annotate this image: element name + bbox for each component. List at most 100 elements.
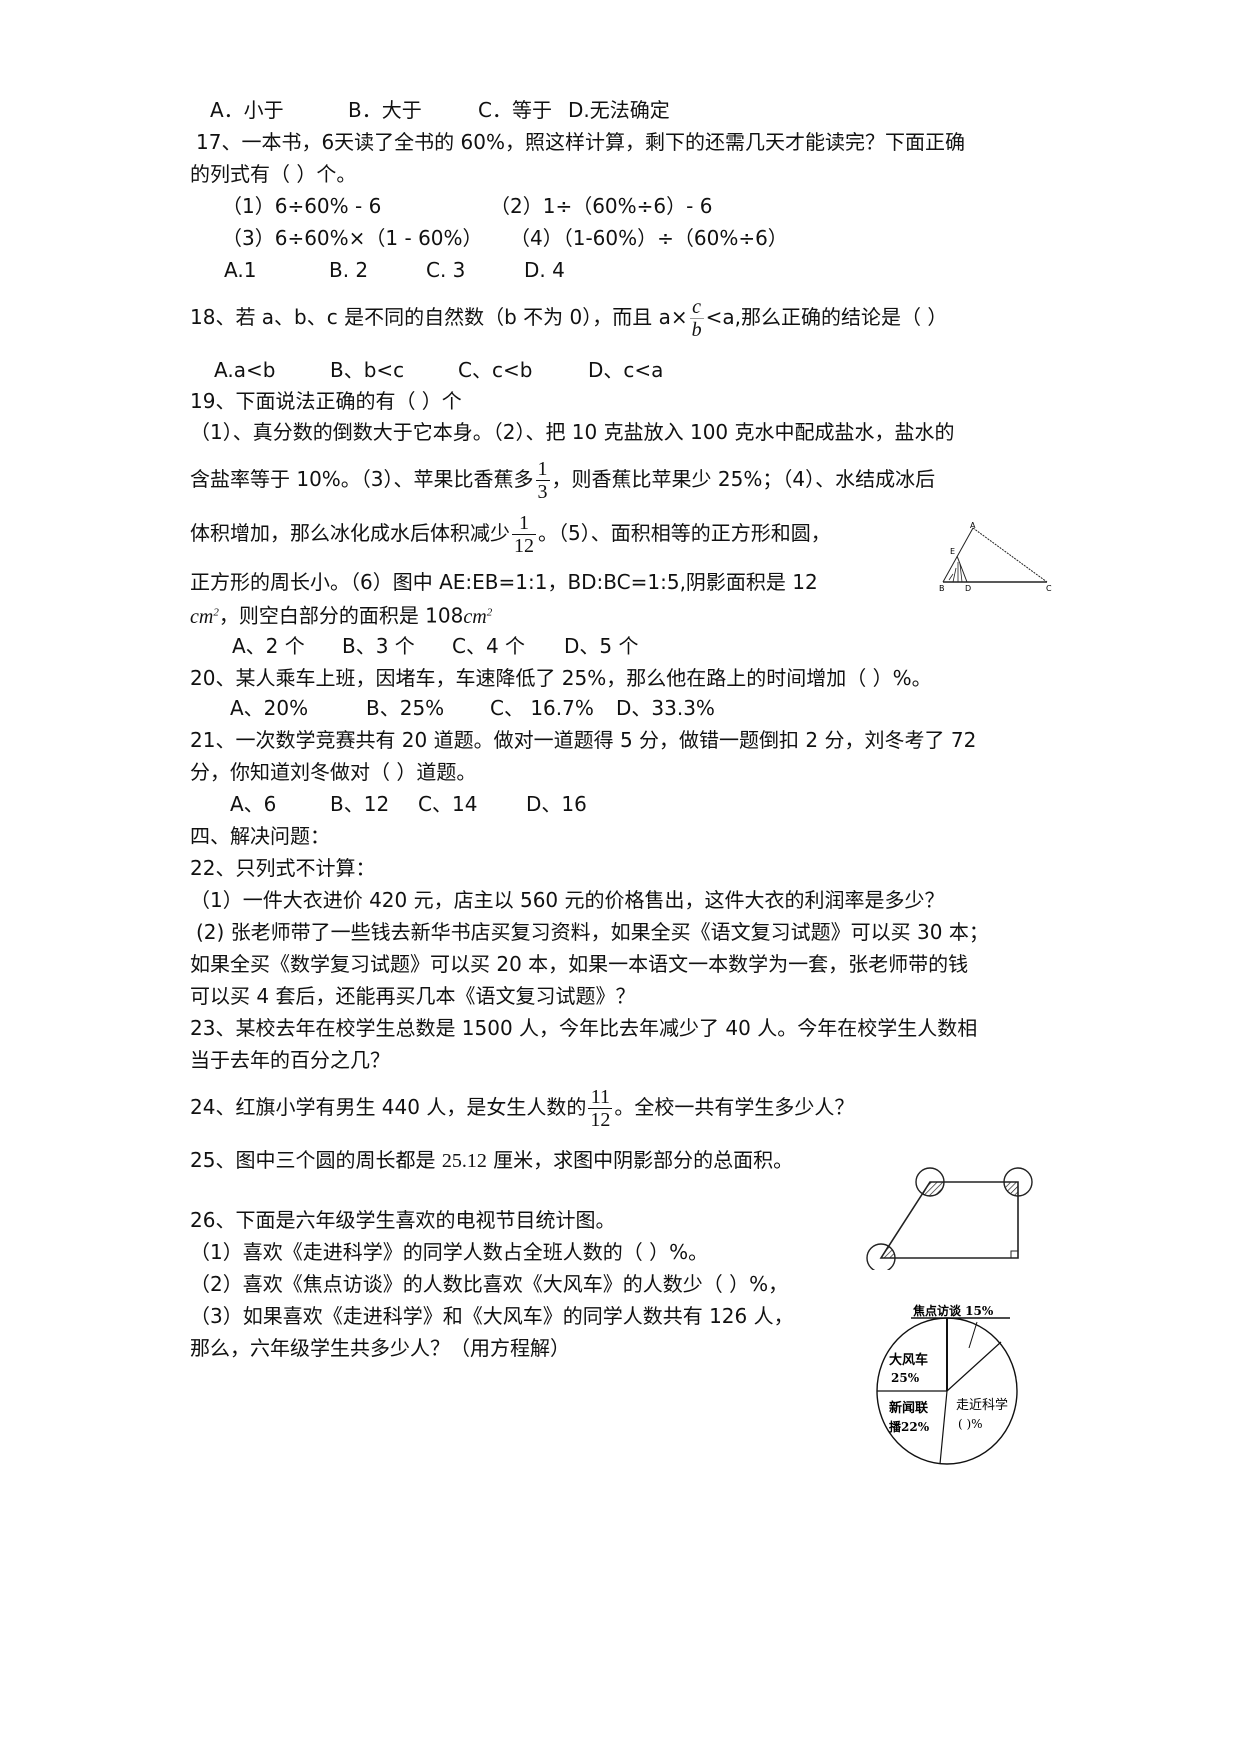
label-b: B	[939, 584, 945, 593]
q20-option-d: D、33.3%	[616, 696, 715, 720]
q26-title: 26、下面是六年级学生喜欢的电视节目统计图。	[190, 1208, 616, 1232]
q20-question: 20、某人乘车上班，因堵车，车速降低了 25%，那么他在路上的时间增加（ ）%。	[190, 666, 932, 690]
q19-title: 19、下面说法正确的有（ ）个	[190, 389, 462, 413]
q16-option-b: B．大于	[348, 98, 422, 122]
q21-options: A、6 B、12 C、14 D、16	[230, 790, 587, 818]
q19-line1: （1）、真分数的倒数大于它本身。（2）、把 10 克盐放入 100 克水中配成盐…	[190, 420, 955, 444]
q17-formulas-row2: （3）6÷60%×（1 - 60%） （4）（1-60%）÷（60%÷6）	[222, 224, 788, 252]
q26-sub2: （2）喜欢《焦点访谈》的人数比喜欢《大风车》的人数少（ ）%，	[190, 1272, 789, 1296]
q17-formula-4: （4）（1-60%）÷（60%÷6）	[510, 226, 788, 250]
fraction-denominator: 12	[590, 1109, 611, 1131]
q25-text-before: 25、图中三个圆的周长都是	[190, 1148, 442, 1172]
q17-line2: 的列式有（ ）个。	[190, 162, 357, 186]
unit-sup: 2	[213, 606, 219, 618]
q17-formulas-row1: （1）6÷60% - 6 （2）1÷（60%÷6）- 6	[222, 192, 712, 220]
label-zoujin-value: ( )%	[958, 1417, 983, 1431]
q21-option-d: D、16	[526, 792, 587, 816]
q19-options: A、2 个 B、3 个 C、4 个 D、5 个	[232, 632, 638, 660]
q18-option-d: D、c<a	[588, 358, 664, 382]
q21-option-a: A、6	[230, 792, 277, 816]
fraction-numerator: 1	[535, 458, 550, 481]
fraction-numerator: 1	[512, 512, 536, 535]
q22-sub2-line3: 可以买 4 套后，还能再买几本《语文复习试题》？	[190, 984, 636, 1008]
label-e: E	[950, 547, 955, 556]
q25-value: 25.12	[441, 1150, 487, 1172]
fraction-numerator: c	[689, 296, 704, 319]
q18-text-after: <a,那么正确的结论是（ ）	[705, 305, 948, 329]
q19-line3-before: 体积增加，那么冰化成水后体积减少	[190, 521, 510, 545]
trapezoid-circles-diagram-icon	[866, 1167, 1033, 1273]
q19-option-c: C、4 个	[452, 634, 526, 658]
q20-option-b: B、25%	[366, 696, 445, 720]
label-dafengche-value: 25%	[891, 1371, 920, 1385]
q20-options: A、20% B、25% C、 16.7% D、33.3%	[230, 694, 715, 722]
trapezoid-circles-figure	[850, 1150, 1040, 1273]
q16-option-c: C．等于	[478, 98, 552, 122]
q19-line5-text: ，则空白部分的面积是 108	[218, 603, 464, 628]
triangle-diagram-icon: A E B D C	[939, 521, 1052, 593]
pie-chart-diagram: 焦点访谈 15% 大风车 25% 新闻联 播22% 走近科学 ( )%	[876, 1303, 1018, 1465]
q22-sub2-line2: 如果全买《数学复习试题》可以买 20 本，如果一本语文一本数学为一套，张老师带的…	[190, 952, 969, 976]
q20-option-a: A、20%	[230, 696, 309, 720]
label-xinwen-value: 播22%	[889, 1419, 930, 1434]
q26-sub4: 那么，六年级学生共多少人？（用方程解）	[190, 1336, 570, 1360]
q19-option-d: D、5 个	[564, 634, 639, 658]
fraction-denominator: 12	[514, 535, 534, 557]
q17-option-d: D. 4	[524, 258, 565, 282]
label-c: C	[1046, 584, 1052, 593]
q19-option-a: A、2 个	[232, 634, 305, 658]
q18-option-b: B、b<c	[330, 358, 405, 382]
fraction-numerator: 11	[588, 1086, 613, 1109]
q17-option-a: A.1	[224, 258, 257, 282]
q22-sub2-line1: (2) 张老师带了一些钱去新华书店买复习资料，如果全买《语文复习试题》可以买 3…	[196, 920, 989, 944]
q16-option-d: D.无法确定	[568, 98, 670, 122]
q17-formula-1: （1）6÷60% - 6	[222, 194, 382, 218]
q21-line2: 分，你知道刘冬做对（ ）道题。	[190, 760, 477, 784]
q25-question: 25、图中三个圆的周长都是 25.12 厘米，求图中阴影部分的总面积。	[190, 1146, 793, 1175]
q21-option-c: C、14	[418, 792, 478, 816]
q18-option-c: C、c<b	[458, 358, 533, 382]
q17-formula-2: （2）1÷（60%÷6）- 6	[490, 194, 713, 218]
q18-text-before: 18、若 a、b、c 是不同的自然数（b 不为 0），而且 a×	[190, 305, 688, 329]
q24-text-after: 。全校一共有学生多少人？	[614, 1095, 855, 1119]
unit-cm2: cm2	[190, 606, 219, 628]
q21-line1: 21、一次数学竞赛共有 20 道题。做对一道题得 5 分，做错一题倒扣 2 分，…	[190, 728, 977, 752]
q22-title: 22、只列式不计算：	[190, 856, 376, 880]
q17-option-b: B. 2	[329, 258, 369, 282]
label-a: A	[970, 521, 976, 530]
q17-line1: 17、一本书，6天读了全书的 60%，照这样计算，剩下的还需几天才能读完？下面正…	[196, 130, 965, 154]
fraction-denominator: b	[691, 319, 702, 341]
q23-line1: 23、某校去年在校学生总数是 1500 人，今年比去年减少了 40 人。今年在校…	[190, 1016, 978, 1040]
unit-cm2: cm2	[463, 606, 492, 628]
q22-sub1: （1）一件大衣进价 420 元，店主以 560 元的价格售出，这件大衣的利润率是…	[190, 888, 945, 912]
q24-text-before: 24、红旗小学有男生 440 人，是女生人数的	[190, 1095, 587, 1119]
q21-option-b: B、12	[330, 792, 390, 816]
q20-option-c: C、 16.7%	[490, 696, 594, 720]
section-title: 四、解决问题：	[190, 824, 330, 848]
label-d: D	[965, 584, 971, 593]
q19-line2-before: 含盐率等于 10%。（3）、苹果比香蕉多	[190, 467, 534, 491]
q19-line4: 正方形的周长小。（6）图中 AE:EB=1:1，BD:BC=1:5,阴影面积是 …	[190, 570, 818, 594]
triangle-figure: A E B D C	[925, 518, 1065, 600]
unit-sup: 2	[486, 606, 493, 618]
unit-text: cm	[463, 605, 487, 628]
q23-line2: 当于去年的百分之几？	[190, 1048, 390, 1072]
q26-sub3: （3）如果喜欢《走进科学》和《大风车》的同学人数共有 126 人，	[190, 1304, 794, 1328]
pie-chart: 焦点访谈 15% 大风车 25% 新闻联 播22% 走近科学 ( )%	[865, 1296, 1025, 1466]
label-zoujin: 走近科学	[956, 1397, 1008, 1413]
q19-line5: cm2，则空白部分的面积是 108cm2	[190, 598, 492, 631]
fraction-denominator: 3	[537, 481, 548, 503]
label-xinwen: 新闻联	[889, 1400, 928, 1416]
q17-formula-3: （3）6÷60%×（1 - 60%）	[222, 226, 483, 250]
q26-sub1: （1）喜欢《走进科学》的同学人数占全班人数的（ ）%。	[190, 1240, 709, 1264]
unit-text: cm	[190, 605, 214, 628]
q19-option-b: B、3 个	[342, 634, 415, 658]
q18-option-a: A.a<b	[214, 358, 276, 382]
